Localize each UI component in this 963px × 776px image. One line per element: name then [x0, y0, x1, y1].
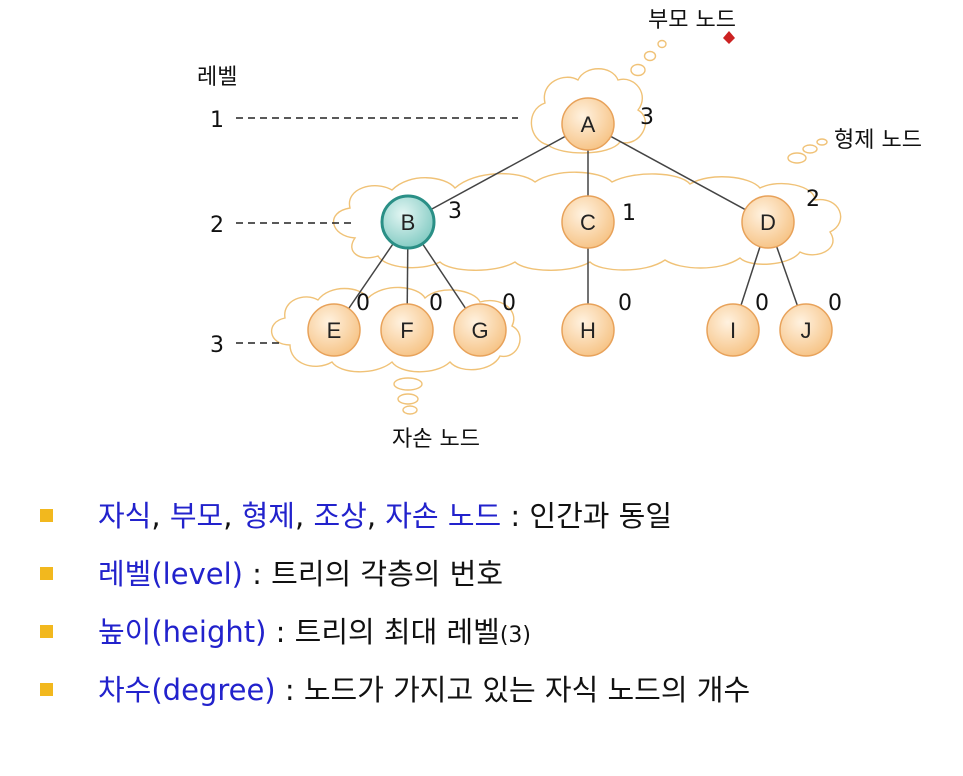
node-degree: 0: [618, 291, 632, 316]
bullet-marker: [40, 683, 53, 696]
level-label-1: 1: [210, 108, 224, 133]
term-descendant: 자손 노드: [385, 499, 502, 533]
term-ancestor: 조상: [313, 499, 367, 533]
separator: ,: [295, 499, 314, 533]
node-circle: [561, 97, 615, 151]
node-circle: [307, 303, 361, 357]
term-height: 높이(height): [98, 615, 267, 649]
node-degree: 0: [502, 291, 516, 316]
separator: ,: [366, 499, 386, 533]
node-E: E0: [307, 291, 370, 357]
level-title: 레벨: [197, 65, 237, 90]
thought-bubbles-descendant: [393, 377, 423, 415]
bullet-item-degree: 차수(degree) : 노드가 가지고 있는 자식 노드의 개수: [40, 670, 940, 728]
level-guides: [236, 117, 518, 344]
node-circle: [561, 195, 615, 249]
term-degree: 차수(degree): [98, 673, 276, 707]
degree-text: 차수(degree) : 노드가 가지고 있는 자식 노드의 개수: [98, 670, 750, 710]
node-G: G0: [453, 291, 516, 357]
level-label-3: 3: [210, 333, 224, 358]
node-label: G: [471, 318, 488, 343]
separator: ,: [151, 499, 170, 533]
node-label: F: [400, 318, 413, 343]
node-label: B: [401, 210, 416, 235]
node-circle: [380, 303, 434, 357]
level-desc: : 트리의 각층의 번호: [242, 557, 504, 591]
height-desc: : 트리의 최대 레벨: [266, 615, 500, 649]
bullet-item-height: 높이(height) : 트리의 최대 레벨(3): [40, 612, 940, 670]
node-circle: [779, 303, 833, 357]
node-label: I: [730, 318, 736, 343]
callout-sibling: 형제 노드: [834, 128, 922, 153]
node-degree: 3: [640, 105, 654, 130]
node-degree: 3: [448, 199, 462, 224]
height-text: 높이(height) : 트리의 최대 레벨(3): [98, 612, 531, 656]
relations-text: 자식, 부모, 형제, 조상, 자손 노드 : 인간과 동일: [98, 496, 672, 536]
edge-A-D: [587, 123, 769, 223]
node-circle: [380, 194, 436, 250]
node-label: D: [760, 210, 776, 235]
node-degree: 0: [828, 291, 842, 316]
node-degree: 0: [755, 291, 769, 316]
level-text: 레벨(level) : 트리의 각층의 번호: [98, 554, 503, 594]
node-F: F0: [380, 291, 443, 357]
term-child: 자식: [98, 499, 152, 533]
node-circle: [741, 195, 795, 249]
callout-parent: 부모 노드: [648, 8, 736, 33]
node-label: E: [327, 318, 342, 343]
bullet-marker: [40, 509, 53, 522]
node-label: H: [580, 318, 596, 343]
node-H: H0: [561, 291, 632, 357]
node-D: D2: [741, 187, 820, 249]
term-level: 레벨(level): [98, 557, 243, 591]
relations-desc: : 인간과 동일: [501, 499, 673, 533]
node-label: A: [581, 112, 596, 137]
bullet-marker: [40, 567, 53, 580]
bullet-list: 자식, 부모, 형제, 조상, 자손 노드 : 인간과 동일 레벨(level)…: [40, 496, 940, 728]
level-label-2: 2: [210, 213, 224, 238]
degree-desc: : 노드가 가지고 있는 자식 노드의 개수: [275, 673, 751, 707]
node-circle: [561, 303, 615, 357]
node-degree: 1: [622, 201, 636, 226]
bullet-item-level: 레벨(level) : 트리의 각층의 번호: [40, 554, 940, 612]
term-sibling: 형제: [241, 499, 295, 533]
node-circle: [706, 303, 760, 357]
callout-descendant: 자손 노드: [392, 427, 480, 452]
parent-marker-dot: [723, 31, 735, 44]
node-label: J: [801, 318, 812, 343]
thought-bubbles-parent: [630, 39, 667, 77]
node-degree: 0: [356, 291, 370, 316]
term-parent: 부모: [169, 499, 224, 533]
separator: ,: [223, 499, 242, 533]
bullet-marker: [40, 625, 53, 638]
height-value: (3): [499, 623, 532, 648]
node-label: C: [580, 210, 596, 235]
node-J: J0: [779, 291, 842, 357]
thought-bubbles-sibling: [787, 138, 828, 164]
bullet-item-relations: 자식, 부모, 형제, 조상, 자손 노드 : 인간과 동일: [40, 496, 940, 554]
edge-A-B: [407, 123, 589, 223]
node-degree: 0: [429, 291, 443, 316]
node-I: I0: [706, 291, 769, 357]
node-degree: 2: [806, 187, 820, 212]
node-circle: [453, 303, 507, 357]
